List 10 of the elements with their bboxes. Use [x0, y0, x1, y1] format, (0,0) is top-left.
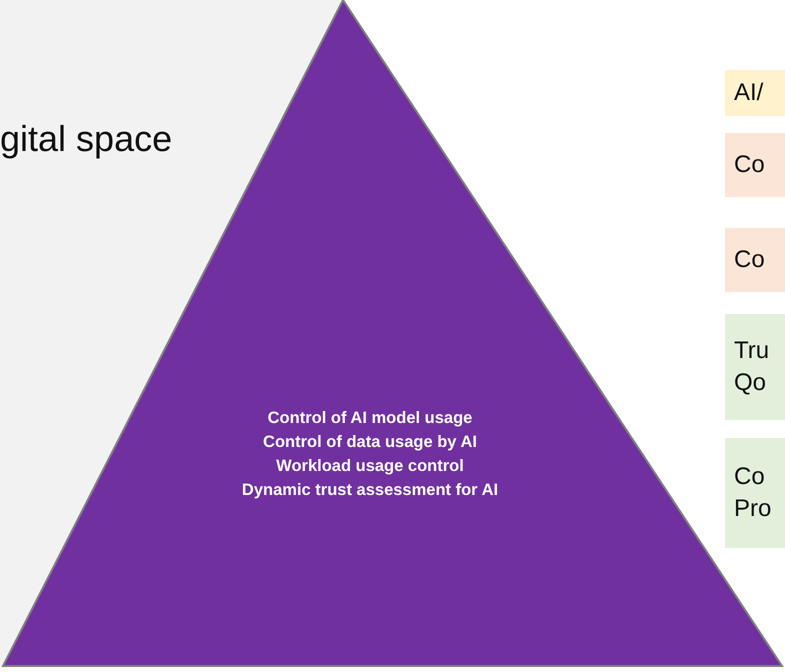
- label-box: Co: [725, 228, 785, 292]
- triangle-text: Dynamic trust assessment for AI: [242, 480, 498, 501]
- label-box: Tru Qo: [725, 314, 785, 420]
- triangle-text: Control of data usage by AI: [263, 432, 477, 453]
- label-box: AI/: [725, 70, 785, 116]
- label-box: Co Pro: [725, 438, 785, 548]
- panel-title: gital space: [0, 118, 172, 160]
- triangle-text: Control of AI model usage: [268, 408, 472, 429]
- triangle-text: Workload usage control: [276, 456, 464, 477]
- label-box: Co: [725, 133, 785, 197]
